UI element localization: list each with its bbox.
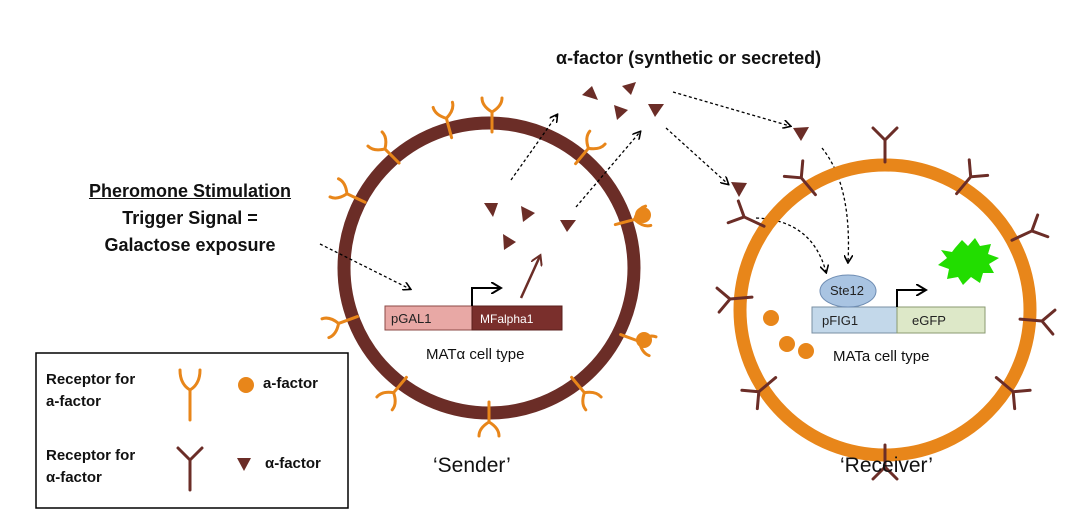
receiver-label: ‘Receiver’ bbox=[840, 454, 933, 477]
a-factor-icon bbox=[763, 310, 779, 326]
receptor-a-icon bbox=[574, 129, 607, 166]
legend-receptor-a-label: Receptor for a-factor bbox=[46, 369, 135, 413]
secretion-arrows bbox=[319, 91, 848, 289]
pfig1-label: pFIG1 bbox=[822, 313, 859, 328]
expression-arrow bbox=[519, 256, 540, 299]
receptor-a-icon bbox=[431, 100, 455, 140]
legend-receptor-alpha-label: Receptor for α-factor bbox=[46, 445, 135, 489]
receptor-alpha-icon bbox=[715, 286, 754, 314]
bound-alpha-factor bbox=[731, 182, 747, 197]
a-factor-icon bbox=[798, 343, 814, 359]
receptor-alpha-icon bbox=[871, 126, 899, 164]
receptor-alpha-icon bbox=[740, 376, 778, 411]
egfp-gene-box bbox=[896, 306, 986, 334]
alpha-factor-icon bbox=[622, 82, 636, 95]
legend-receptor-alpha-line-1: Receptor for bbox=[46, 447, 136, 464]
legend-a-factor-label: a-factor bbox=[263, 375, 319, 392]
receptor-a-icon bbox=[375, 375, 408, 412]
receiver-tss-arrow bbox=[896, 290, 925, 307]
sender-cell-type: MATα cell type bbox=[426, 346, 525, 363]
legend-alpha-factor-icon bbox=[237, 458, 251, 471]
receptor-alpha-icon bbox=[726, 199, 766, 228]
receptor-a-icon bbox=[477, 400, 501, 438]
stimulus-label: Pheromone Stimulation Trigger Signal = G… bbox=[55, 178, 325, 259]
legend-receptor-alpha-line-2: α-factor bbox=[46, 469, 102, 486]
mfalpha1-gene-box bbox=[471, 305, 563, 331]
bound-a-factor bbox=[635, 207, 651, 223]
bound-alpha-factor bbox=[793, 127, 809, 141]
stimulus-line-3: Galactose exposure bbox=[104, 235, 276, 255]
stimulus-line-1: Pheromone Stimulation bbox=[88, 181, 292, 201]
alpha-factor-icon bbox=[521, 206, 535, 222]
alpha-factor-icon bbox=[614, 105, 628, 120]
sender-cell-membrane bbox=[337, 116, 641, 420]
egfp-label: eGFP bbox=[912, 313, 946, 328]
receiver-receptors bbox=[715, 126, 1057, 481]
receptor-alpha-icon bbox=[955, 158, 990, 196]
receptor-alpha-icon bbox=[1010, 213, 1050, 242]
legend-receptor-a-line-1: Receptor for bbox=[46, 371, 136, 388]
sender-label: ‘Sender’ bbox=[433, 454, 511, 477]
sender-tss-arrow bbox=[471, 288, 500, 306]
receptor-a-icon bbox=[480, 96, 504, 134]
sender-receptors bbox=[320, 96, 658, 438]
legend-box bbox=[35, 352, 349, 509]
receiver-cell-type: MATa cell type bbox=[833, 348, 930, 365]
ste12-label: Ste12 bbox=[830, 283, 864, 298]
receptor-alpha-icon bbox=[994, 376, 1032, 411]
receptor-a-icon bbox=[366, 130, 401, 165]
alpha-factor-icon bbox=[648, 104, 664, 117]
alpha-factor-molecules bbox=[484, 82, 664, 250]
ste12-transcription-factor bbox=[819, 274, 877, 308]
pgal1-label: pGAL1 bbox=[391, 311, 432, 326]
alpha-factor-icon bbox=[560, 220, 576, 232]
legend-receptor-a-line-2: a-factor bbox=[46, 393, 102, 410]
receptor-a-icon bbox=[328, 177, 367, 204]
legend-a-factor-icon bbox=[238, 377, 254, 393]
alpha-factor-title: α-factor (synthetic or secreted) bbox=[556, 48, 822, 68]
legend-alpha-factor-label: α-factor bbox=[265, 455, 321, 472]
mfalpha1-label: MFalpha1 bbox=[480, 312, 534, 326]
alpha-factor-icon bbox=[503, 234, 516, 250]
gfp-burst-icon bbox=[938, 238, 999, 285]
legend-receptor-alpha-icon bbox=[176, 446, 204, 492]
alpha-factor-icon bbox=[484, 203, 498, 217]
receptor-alpha-icon bbox=[782, 159, 817, 197]
receptor-a-icon bbox=[320, 315, 359, 340]
receptor-a-icon bbox=[570, 375, 603, 412]
stimulus-line-2: Trigger Signal = bbox=[122, 208, 258, 228]
alpha-factor-icon bbox=[582, 86, 598, 100]
a-factor-icon bbox=[779, 336, 795, 352]
bound-a-factor bbox=[636, 332, 652, 348]
legend-receptor-a-icon bbox=[178, 368, 202, 422]
receptor-alpha-icon bbox=[871, 443, 899, 481]
receptor-alpha-icon bbox=[1018, 308, 1057, 336]
